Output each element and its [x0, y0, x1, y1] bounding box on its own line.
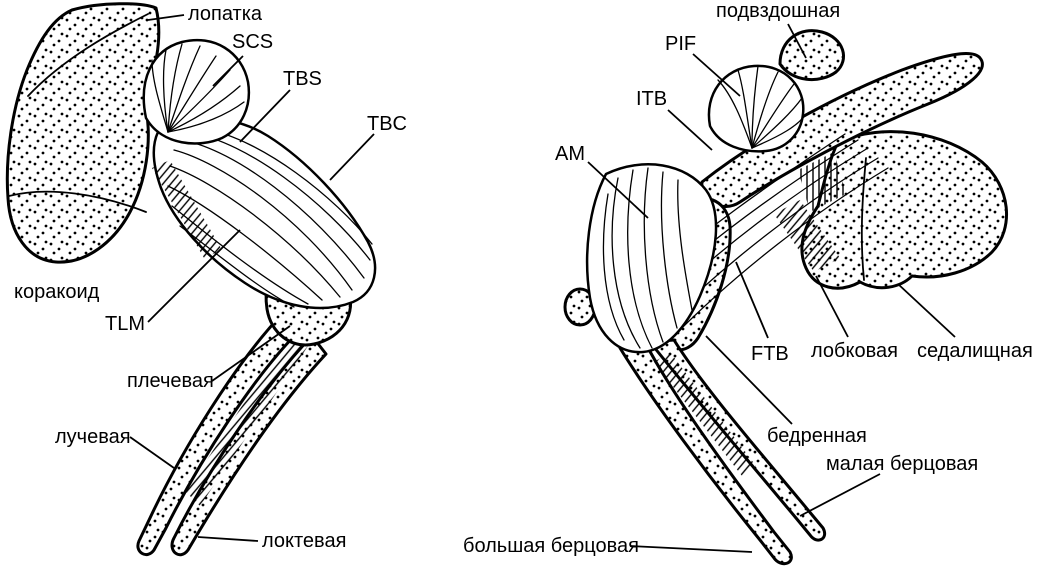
ilium-bone-shape: [700, 52, 984, 208]
hindlimb-drawing: [563, 29, 1008, 566]
leader-line-ilium: [787, 23, 807, 59]
leader-lines: [129, 14, 956, 553]
label-tbs: TBS: [283, 68, 322, 90]
leader-line-pif: [692, 53, 741, 97]
label-radius: лучевая: [55, 426, 131, 448]
iliac-bump-shape: [778, 29, 845, 82]
thigh-muscle-fibers: [602, 167, 693, 349]
scapula-crease-lines: [8, 13, 149, 213]
forelimb-drawing: [5, 2, 377, 557]
label-pubis: лобковая: [811, 340, 898, 362]
label-tlm: TLM: [105, 313, 145, 335]
scs-muscle-shape: [142, 38, 251, 145]
label-fibula: малая берцовая: [826, 453, 979, 475]
leader-line-ftb: [735, 261, 769, 339]
label-tbc: TBC: [367, 113, 407, 135]
label-scs: SCS: [232, 31, 274, 53]
label-ischium: седалищная: [917, 340, 1033, 362]
leader-line-radius: [129, 436, 175, 469]
leader-line-pubis: [815, 275, 849, 338]
leader-line-itb: [667, 109, 713, 151]
tibia-bone-shape: [618, 342, 793, 566]
leader-line-ulna: [197, 536, 259, 542]
leg-shading: [654, 352, 756, 476]
radius-bone-shape: [136, 310, 302, 556]
forearm-shading: [186, 332, 308, 506]
shoulder-shading: [152, 160, 222, 258]
hip-stripes-shading: [798, 152, 846, 212]
scapula-bone-shape: [5, 2, 161, 264]
label-femur: бедренная: [767, 425, 867, 447]
label-ftb: FTB: [751, 343, 789, 365]
leader-line-scs: [212, 55, 244, 87]
label-coracoid: коракоид: [14, 281, 100, 303]
leader-line-femur: [705, 335, 793, 425]
leader-line-tbs: [239, 89, 291, 143]
label-scapula: лопатка: [188, 3, 263, 25]
leader-line-ischium: [897, 283, 956, 338]
label-am: AM: [555, 143, 585, 165]
pif-muscle-shape: [707, 64, 805, 153]
label-ulna: локтевая: [262, 530, 347, 552]
leader-line-tbc: [329, 133, 375, 181]
hip-shading: [774, 200, 840, 272]
label-tibia: большая берцовая: [463, 535, 639, 557]
leader-line-tibia: [629, 545, 753, 553]
pelvis-divider-line: [860, 157, 867, 281]
pif-muscle-fibers: [717, 65, 807, 149]
leader-line-humerus: [211, 325, 291, 382]
leader-line-scapula: [147, 14, 185, 21]
upper-arm-muscle-shape: [152, 117, 377, 310]
scs-muscle-fibers: [151, 43, 245, 133]
label-itb: ITB: [636, 88, 668, 110]
leader-line-fibula: [799, 473, 881, 517]
thigh-muscle-shape: [585, 163, 718, 354]
label-humerus: плечевая: [127, 370, 214, 392]
label-pif: PIF: [665, 33, 697, 55]
label-ilium: подвздошная: [716, 0, 841, 22]
leader-line-tlm: [147, 229, 241, 323]
leader-line-am: [587, 161, 649, 219]
